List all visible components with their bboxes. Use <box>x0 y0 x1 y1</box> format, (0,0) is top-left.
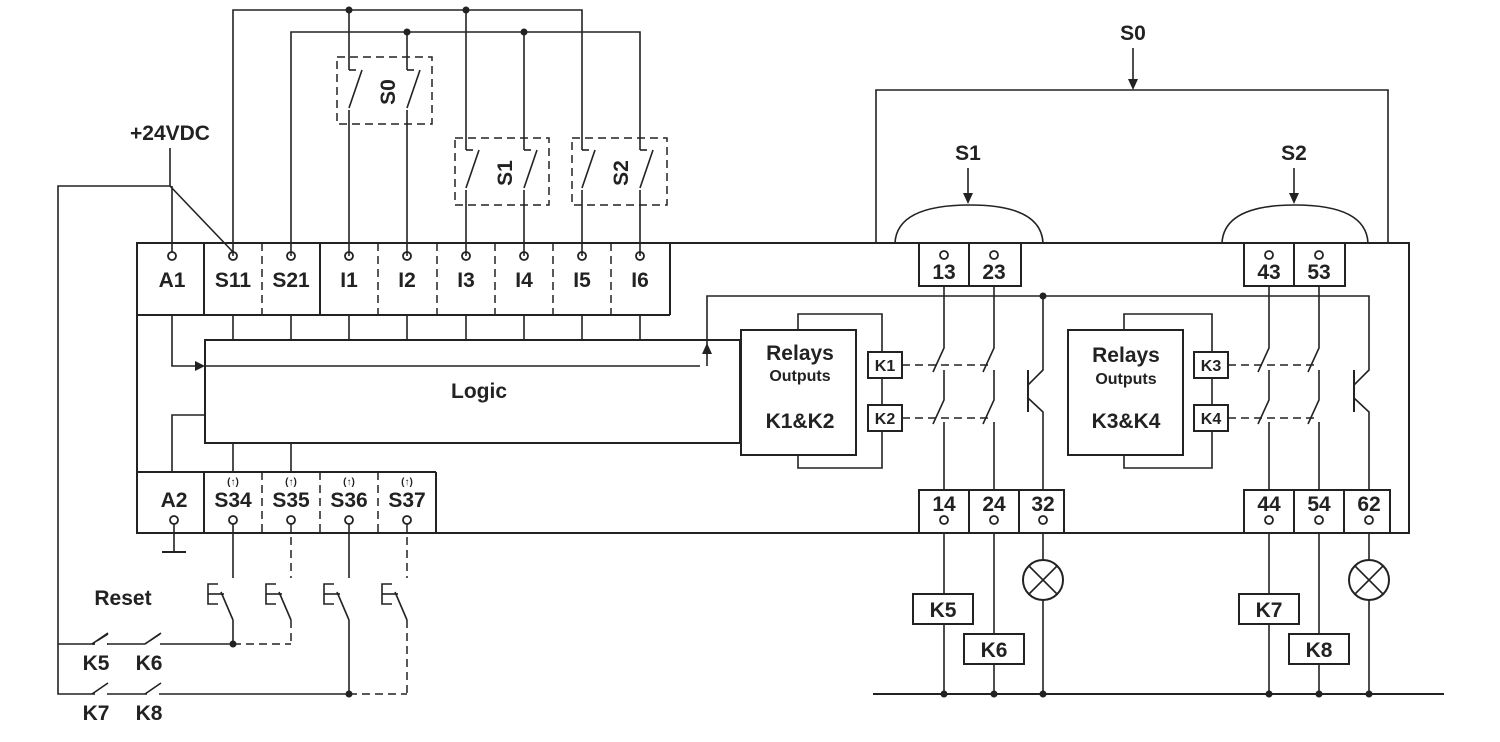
terminal-i5-label: I5 <box>573 269 591 292</box>
input-switch-s1: S1 <box>454 137 550 206</box>
lamp-icon <box>1022 559 1064 601</box>
load-k7 <box>1238 593 1300 625</box>
input-switch-s0: S0 <box>336 56 433 125</box>
output-loop-s0-s1-s2: S0 S1 S2 <box>875 22 1389 244</box>
terminal-s37-label: S37 <box>388 489 425 512</box>
feedback-k7-label: K7 <box>83 702 110 725</box>
relay-block-k3-k4: Relays Outputs K3&K4 K3 K4 <box>1067 313 1318 469</box>
terminal-a1-label: A1 <box>159 269 186 292</box>
terminal-32-label: 32 <box>1031 493 1054 516</box>
terminal-43-label: 43 <box>1257 261 1280 284</box>
edge-mark-s35: (↑) <box>285 477 297 488</box>
input-switch-s2: S2 <box>571 137 668 206</box>
terminal-s21-label: S21 <box>272 269 310 292</box>
terminal-i4-label: I4 <box>515 269 533 292</box>
terminal-54-label: 54 <box>1307 493 1331 516</box>
terminal-23-label: 23 <box>982 261 1005 284</box>
coil-k3-label: K3 <box>1201 358 1222 375</box>
terminal-s36-label: S36 <box>330 489 367 512</box>
load-k8 <box>1288 633 1350 665</box>
terminal-62-label: 62 <box>1357 493 1380 516</box>
terminal-i1-label: I1 <box>340 269 358 292</box>
terminal-53-label: 53 <box>1307 261 1330 284</box>
load-k6-label: K6 <box>981 639 1008 662</box>
coil-k2-label: K2 <box>875 411 896 428</box>
relay-block-2-line2: Outputs <box>1095 371 1156 388</box>
reset-label: Reset <box>94 587 151 610</box>
relay-block-1-line3: K1&K2 <box>766 410 835 433</box>
terminal-s35-label: S35 <box>272 489 310 512</box>
terminal-s34-label: S34 <box>214 489 252 512</box>
load-k6 <box>963 633 1025 665</box>
terminal-13-label: 13 <box>932 261 955 284</box>
edge-mark-s37: (↑) <box>401 477 413 488</box>
input-s0-label: S0 <box>377 79 400 105</box>
terminal-44-label: 44 <box>1257 493 1281 516</box>
coil-k4-label: K4 <box>1201 411 1222 428</box>
load-k7-label: K7 <box>1256 599 1283 622</box>
output-contacts-2: 43 53 44 54 62 <box>1043 242 1391 534</box>
supply-wiring: +24VDC <box>57 122 234 695</box>
load-k5 <box>912 593 974 625</box>
top-terminal-strip: A1 S11 S21 I1 I2 I3 I4 I5 I6 <box>137 243 671 316</box>
bottom-terminal-strip: A2 S34 S35 S36 S37 (↑) (↑) (↑) (↑) <box>137 471 437 533</box>
logic-block: Logic <box>171 292 1047 472</box>
supply-label: +24VDC <box>130 122 210 145</box>
terminal-s11-label: S11 <box>215 269 252 292</box>
load-k5-label: K5 <box>930 599 957 622</box>
feedback-k8-label: K8 <box>136 702 163 725</box>
terminal-i6-label: I6 <box>631 269 649 292</box>
terminal-24-label: 24 <box>982 493 1006 516</box>
load-k8-label: K8 <box>1306 639 1333 662</box>
coil-k4 <box>1193 404 1229 432</box>
output-contacts-1: 13 23 14 24 32 <box>918 242 1065 534</box>
input-s2-label: S2 <box>610 160 633 186</box>
edge-mark-s36: (↑) <box>343 477 355 488</box>
terminal-i2-label: I2 <box>398 269 416 292</box>
relay-block-1-line2: Outputs <box>769 368 830 385</box>
coil-k1 <box>867 351 903 379</box>
output-s1-label: S1 <box>955 142 981 165</box>
relay-block-k1-k2: Relays Outputs K1&K2 K1 K2 <box>740 313 990 469</box>
coil-k3 <box>1193 351 1229 379</box>
input-s1-label: S1 <box>494 160 517 186</box>
edge-mark-s34: (↑) <box>227 477 239 488</box>
output-s2-label: S2 <box>1281 142 1307 165</box>
coil-k1-label: K1 <box>875 358 896 375</box>
feedback-k5-label: K5 <box>83 652 110 675</box>
terminal-a2-label: A2 <box>161 489 188 512</box>
terminal-i3-label: I3 <box>457 269 475 292</box>
output-loads: K5 K6 K7 K8 <box>873 533 1444 698</box>
terminal-14-label: 14 <box>932 493 956 516</box>
coil-k2 <box>867 404 903 432</box>
reset-circuit: Reset K5 K6 K7 K8 <box>83 524 408 725</box>
relay-block-2-line1: Relays <box>1092 344 1160 367</box>
feedback-k6-label: K6 <box>136 652 163 675</box>
lamp-icon <box>1348 559 1390 601</box>
module-housing <box>136 242 1410 534</box>
input-wiring <box>232 6 643 256</box>
logic-label: Logic <box>451 380 507 403</box>
relay-block-2-line3: K3&K4 <box>1092 410 1161 433</box>
relay-block-1-line1: Relays <box>766 342 834 365</box>
output-s0-label: S0 <box>1120 22 1146 45</box>
